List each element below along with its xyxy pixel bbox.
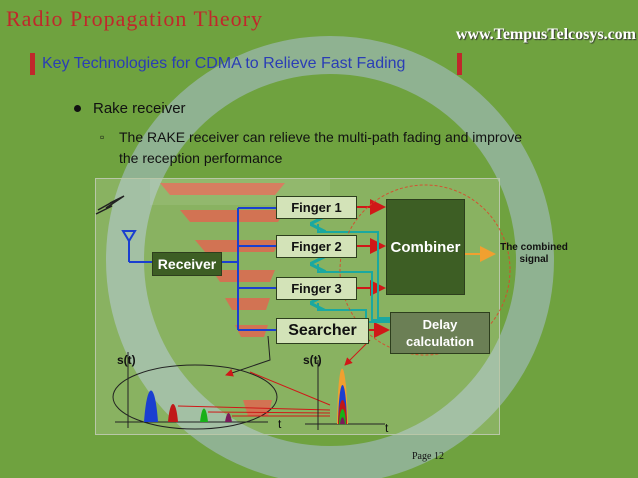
- receiver-box: Receiver: [152, 252, 222, 276]
- sub-bullet: ▫ The RAKE receiver can relieve the mult…: [100, 127, 523, 169]
- combined-signal-label: The combined signal: [494, 242, 574, 266]
- delay-label-line-2: calculation: [406, 334, 474, 349]
- bullet-rake-receiver: Rake receiver: [74, 100, 186, 117]
- right-t-label: t: [385, 421, 389, 435]
- page-number: Page 12: [412, 451, 444, 462]
- delay-label-line-1: Delay: [422, 317, 458, 332]
- combined-label-line-2: signal: [519, 254, 549, 265]
- right-st-label: s(t): [303, 353, 322, 367]
- sub-bullet-line-2: the reception performance: [119, 150, 283, 166]
- slide-title: Radio Propagation Theory: [6, 6, 263, 31]
- finger-1-box: Finger 1: [276, 196, 357, 219]
- delay-calculation-box: Delay calculation: [390, 312, 490, 354]
- sub-bullet-marker-icon: ▫: [100, 130, 105, 144]
- searcher-box: Searcher: [276, 318, 369, 344]
- website-logo: www.TempusTelcosys.com: [455, 26, 636, 43]
- subtitle-right-bar: [457, 53, 462, 75]
- subtitle-left-bar: [30, 53, 35, 75]
- sub-bullet-line-1: The RAKE receiver can relieve the multi-…: [119, 129, 523, 145]
- finger-2-box: Finger 2: [276, 235, 357, 258]
- bullet-text: Rake receiver: [93, 100, 186, 117]
- finger-3-box: Finger 3: [276, 277, 357, 300]
- section-subtitle: Key Technologies for CDMA to Relieve Fas…: [42, 55, 406, 72]
- combined-label-line-1: The combined: [500, 242, 568, 253]
- combiner-box: Combiner: [386, 199, 465, 295]
- left-st-label: s(t): [117, 353, 136, 367]
- bullet-dot-icon: [74, 104, 81, 112]
- left-t-label: t: [278, 417, 282, 431]
